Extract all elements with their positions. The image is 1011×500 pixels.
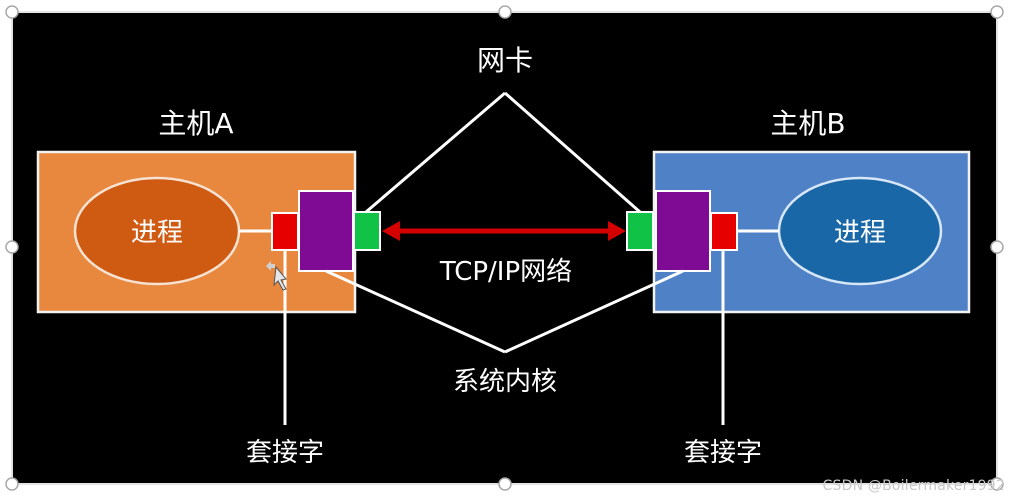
move-cursor-icon-shape: [273, 265, 287, 291]
handle-middle-left[interactable]: [5, 240, 19, 254]
host-a-kernel: [298, 190, 354, 272]
host-a-nic: [353, 211, 381, 251]
socket-label-right: 套接字: [684, 438, 762, 468]
host-b-process-label: 进程: [834, 218, 886, 248]
move-cursor-icon: [266, 261, 287, 291]
host-b-socket: [710, 212, 738, 251]
kernel-pointer-right: [504, 269, 684, 354]
socket-label-left: 套接字: [246, 438, 324, 468]
handle-top-right[interactable]: [990, 5, 1004, 19]
kernel-label: 系统内核: [453, 367, 557, 397]
host-b-kernel: [655, 190, 711, 272]
move-cursor-icon-arrow-left: [266, 261, 275, 271]
handle-top-center[interactable]: [498, 5, 512, 19]
host-a-process-label: 进程: [131, 218, 183, 248]
handle-middle-right[interactable]: [990, 240, 1004, 254]
tcp-ip-arrow: [382, 221, 626, 241]
host-a-socket: [271, 212, 299, 251]
nic-pointer-left: [365, 91, 506, 214]
host-b-title: 主机B: [770, 107, 845, 140]
handle-top-left[interactable]: [5, 5, 19, 19]
nic-pointer-right: [504, 91, 641, 214]
watermark: CSDN @Boilermaker1992: [822, 478, 1005, 494]
handle-bottom-right[interactable]: [990, 477, 1004, 491]
tcp-ip-arrow-head-left: [382, 221, 400, 241]
network-label: TCP/IP网络: [439, 257, 572, 287]
host-a-title: 主机A: [158, 107, 233, 140]
nic-label: 网卡: [477, 44, 533, 77]
tcp-ip-arrow-head-right: [608, 221, 626, 241]
handle-bottom-left[interactable]: [5, 477, 19, 491]
handle-bottom-center[interactable]: [498, 477, 512, 491]
selection-handles[interactable]: [5, 5, 1004, 491]
host-b-nic: [626, 211, 654, 251]
kernel-pointer-left: [325, 269, 506, 354]
